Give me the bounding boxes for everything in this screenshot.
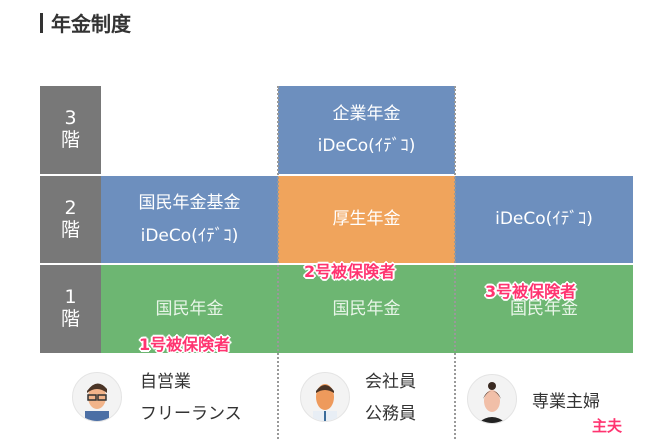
self-employed-label: 自営業フリーランス (140, 366, 242, 431)
national-pension-cell-col3: 国民年金 (455, 265, 633, 353)
cell-text: 厚生年金 (332, 209, 401, 230)
homemaker-label: 専業主婦 (532, 392, 600, 412)
employee-label: 会社員公務員 (365, 366, 416, 431)
insured-type-2-tag: 2号被保険者 (304, 262, 396, 281)
employee-pension-cell: 厚生年金 (278, 176, 455, 263)
national-pension-cell-col2: 国民年金 (278, 265, 455, 353)
man-avatar (300, 372, 350, 422)
ideco-cell-col3: iDeCo(ｲﾃﾞｺ) (455, 176, 633, 263)
cell-text: iDeCo(ｲﾃﾞｺ) (317, 136, 416, 156)
insured-type-3-tag: 3号被保険者 (485, 282, 577, 301)
floor-num: 1 (64, 286, 77, 309)
national-pension-cell-col1: 国民年金 (101, 265, 278, 353)
column-divider (454, 86, 456, 439)
cell-text: 国民年金 (155, 298, 224, 319)
cell-text: 企業年金 (332, 103, 401, 124)
cell-text: iDeCo(ｲﾃﾞｺ) (495, 209, 593, 230)
cell-text: 国民年金基金 (138, 193, 241, 214)
woman-avatar (467, 374, 517, 424)
floor-num: 2 (64, 196, 77, 219)
person-line: 会社員 (365, 372, 416, 392)
man-glasses-avatar (72, 372, 122, 422)
person-line: 自営業 (140, 372, 191, 392)
person-line: フリーランス (140, 404, 242, 425)
househusband-tag: 主夫 (592, 417, 623, 435)
person-line: 公務員 (365, 404, 416, 425)
cell-text: 国民年金 (332, 298, 401, 319)
title-text: 年金制度 (51, 12, 131, 36)
cell-text: 国民年金 (510, 298, 578, 319)
floor-label: 階 (60, 218, 80, 241)
corporate-pension-cell: 企業年金 iDeCo(ｲﾃﾞｺ) (278, 86, 455, 174)
insured-type-1-tag: 1号被保険者 (139, 335, 231, 354)
title-bar (40, 12, 43, 33)
floor-label: 階 (60, 308, 80, 330)
national-pension-fund-cell: 国民年金基金 iDeCo(ｲﾃﾞｺ) (101, 176, 278, 263)
column-divider (277, 86, 279, 439)
floor-num: 3 (64, 107, 77, 130)
cell-text: iDeCo(ｲﾃﾞｺ) (140, 225, 239, 246)
page-title: 年金制度 (40, 8, 131, 37)
floor-label: 階 (60, 129, 80, 151)
